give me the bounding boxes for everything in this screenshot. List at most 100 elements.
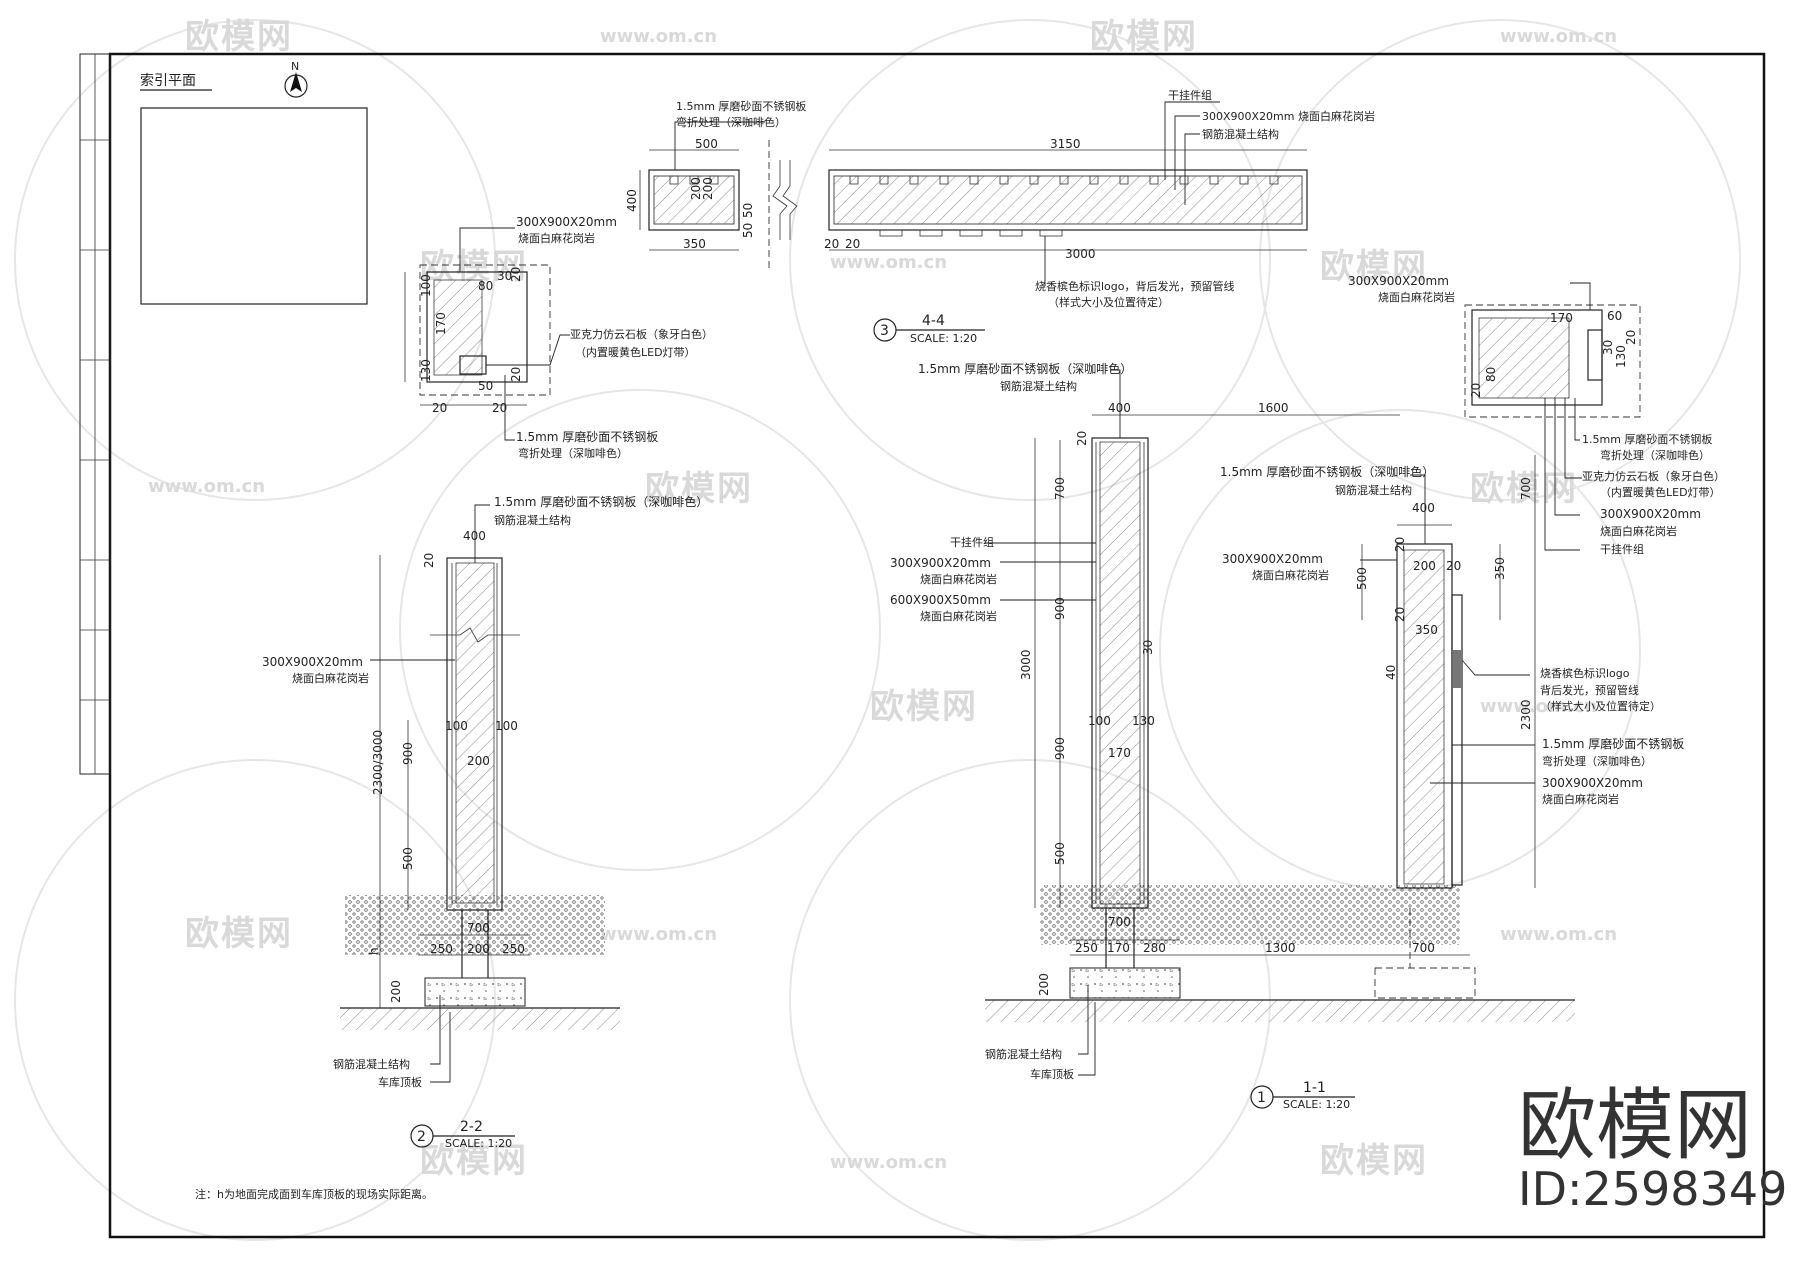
svg-text:700: 700 [1108, 915, 1131, 929]
svg-text:干挂件组: 干挂件组 [950, 535, 994, 549]
svg-text:500: 500 [1355, 567, 1369, 590]
svg-text:350: 350 [1493, 557, 1507, 580]
section-scale: SCALE: 1:20 [910, 332, 977, 345]
svg-text:300X900X20mm: 300X900X20mm [1348, 274, 1449, 288]
svg-text:900: 900 [1053, 737, 1067, 760]
watermark-url: www.om.cn [830, 252, 947, 273]
svg-text:烧面白麻花岗岩: 烧面白麻花岗岩 [920, 609, 997, 623]
svg-text:600X900X50mm: 600X900X50mm [890, 593, 991, 607]
svg-text:500: 500 [401, 847, 415, 870]
svg-text:200: 200 [1037, 973, 1051, 996]
svg-text:170: 170 [1550, 311, 1573, 325]
svg-text:400: 400 [463, 529, 486, 543]
svg-text:50: 50 [741, 223, 755, 238]
svg-text:170: 170 [434, 312, 448, 335]
watermark-logo: 欧模网 [185, 914, 293, 954]
svg-text:2300/3000: 2300/3000 [371, 730, 385, 795]
svg-text:（内置暖黄色LED灯带）: （内置暖黄色LED灯带） [1600, 485, 1721, 499]
svg-text:烧面白麻花岗岩: 烧面白麻花岗岩 [1252, 568, 1329, 582]
watermark-url: www.om.cn [1480, 696, 1597, 717]
svg-text:130: 130 [419, 359, 433, 382]
svg-text:30: 30 [497, 269, 512, 283]
svg-text:400: 400 [625, 189, 639, 212]
svg-text:50: 50 [478, 379, 493, 393]
svg-text:50: 50 [741, 203, 755, 218]
svg-text:400: 400 [1412, 501, 1435, 515]
watermark-logo: 欧模网 [870, 687, 978, 727]
svg-text:弯折处理（深咖啡色）: 弯折处理（深咖啡色） [1600, 448, 1710, 462]
svg-text:（样式大小及位置待定）: （样式大小及位置待定） [1048, 295, 1169, 309]
svg-text:130: 130 [1614, 345, 1628, 368]
svg-text:200: 200 [689, 177, 703, 200]
svg-text:钢筋混凝土结构: 钢筋混凝土结构 [1000, 379, 1077, 393]
svg-text:100: 100 [495, 719, 518, 733]
svg-text:1.5mm 厚磨砂面不锈钢板: 1.5mm 厚磨砂面不锈钢板 [1582, 432, 1712, 446]
svg-text:500: 500 [1053, 842, 1067, 865]
index-plan-box [140, 107, 368, 305]
svg-text:1.5mm 厚磨砂面不锈钢板（深咖啡色）: 1.5mm 厚磨砂面不锈钢板（深咖啡色） [918, 361, 1132, 376]
svg-text:烧面白麻花岗岩: 烧面白麻花岗岩 [292, 671, 369, 685]
section-scale: SCALE: 1:20 [1283, 1098, 1350, 1111]
svg-text:烧面白麻花岗岩: 烧面白麻花岗岩 [1542, 792, 1619, 806]
svg-text:500: 500 [695, 137, 718, 151]
brand-logo-text: 欧模网 [1518, 1081, 1752, 1171]
svg-text:900: 900 [1053, 597, 1067, 620]
svg-text:3000: 3000 [1065, 247, 1096, 261]
watermark-url: www.om.cn [1500, 26, 1617, 47]
svg-text:100: 100 [1088, 714, 1111, 728]
svg-text:1600: 1600 [1258, 401, 1289, 415]
svg-text:700: 700 [1412, 941, 1435, 955]
svg-text:900: 900 [401, 742, 415, 765]
svg-text:1.5mm 厚磨砂面不锈钢板: 1.5mm 厚磨砂面不锈钢板 [516, 430, 658, 444]
svg-text:1.5mm 厚磨砂面不锈钢板（深咖啡色）: 1.5mm 厚磨砂面不锈钢板（深咖啡色） [494, 494, 708, 509]
svg-text:60: 60 [1607, 309, 1622, 323]
svg-text:烧面白麻花岗岩: 烧面白麻花岗岩 [1378, 290, 1455, 304]
svg-text:300X900X20mm: 300X900X20mm [262, 655, 363, 669]
svg-text:N: N [291, 60, 299, 73]
svg-text:250: 250 [430, 942, 453, 956]
watermark-logo: 欧模网 [1320, 247, 1428, 287]
watermark-logo: 欧模网 [645, 469, 753, 509]
svg-text:烧面白麻花岗岩: 烧面白麻花岗岩 [1600, 524, 1677, 538]
svg-text:烧面白麻花岗岩: 烧面白麻花岗岩 [920, 572, 997, 586]
svg-text:20: 20 [1075, 431, 1089, 446]
svg-text:20: 20 [1393, 607, 1407, 622]
detail-left: 100 170 80 30 20 20 20 50 130 20 300X900… [404, 215, 713, 460]
svg-text:20: 20 [1624, 330, 1638, 345]
svg-text:亚克力仿云石板（象牙白色）: 亚克力仿云石板（象牙白色） [1582, 469, 1725, 483]
svg-text:700: 700 [467, 921, 490, 935]
watermark-logo: 欧模网 [1320, 1141, 1428, 1181]
svg-text:20: 20 [422, 553, 436, 568]
svg-text:130: 130 [1132, 714, 1155, 728]
svg-text:30: 30 [1601, 340, 1615, 355]
section-number: 1 [1257, 1090, 1266, 1106]
svg-text:钢筋混凝土结构: 钢筋混凝土结构 [1202, 127, 1279, 141]
watermark-url: www.om.cn [148, 476, 265, 497]
svg-text:80: 80 [1484, 367, 1498, 382]
index-plan-title: 索引平面 [140, 72, 196, 89]
svg-text:钢筋混凝土结构: 钢筋混凝土结构 [494, 513, 571, 527]
svg-text:200: 200 [467, 754, 490, 768]
watermark-logo: 欧模网 [185, 17, 293, 57]
svg-text:250: 250 [1075, 941, 1098, 955]
svg-text:车库顶板: 车库顶板 [378, 1075, 422, 1089]
svg-text:20: 20 [1446, 559, 1461, 573]
svg-text:200: 200 [701, 177, 715, 200]
svg-text:300X900X20mm: 300X900X20mm [890, 556, 991, 570]
watermark-logo: 欧模网 [420, 1141, 528, 1181]
watermark-url: www.om.cn [1500, 924, 1617, 945]
brand-stamp: 欧模网 ID:2598349 [1518, 1081, 1787, 1216]
svg-text:20: 20 [1393, 537, 1407, 552]
section-title: 4-4 [922, 313, 945, 329]
watermark-url: www.om.cn [600, 26, 717, 47]
svg-text:烧面白麻花岗岩: 烧面白麻花岗岩 [518, 231, 595, 245]
svg-text:200: 200 [467, 942, 490, 956]
svg-text:背后发光，预留管线: 背后发光，预留管线 [1540, 683, 1639, 697]
svg-text:烧香槟色标识logo，背后发光，预留管线: 烧香槟色标识logo，背后发光，预留管线 [1035, 279, 1235, 293]
svg-text:1300: 1300 [1265, 941, 1296, 955]
elevation-right: 400 20 200 20 350 500 20 350 700 2300 40… [1220, 455, 1684, 889]
watermark-url: www.om.cn [600, 924, 717, 945]
svg-text:300X900X20mm: 300X900X20mm [1222, 552, 1323, 566]
svg-text:300X900X20mm 烧面白麻花岗岩: 300X900X20mm 烧面白麻花岗岩 [1202, 109, 1375, 123]
